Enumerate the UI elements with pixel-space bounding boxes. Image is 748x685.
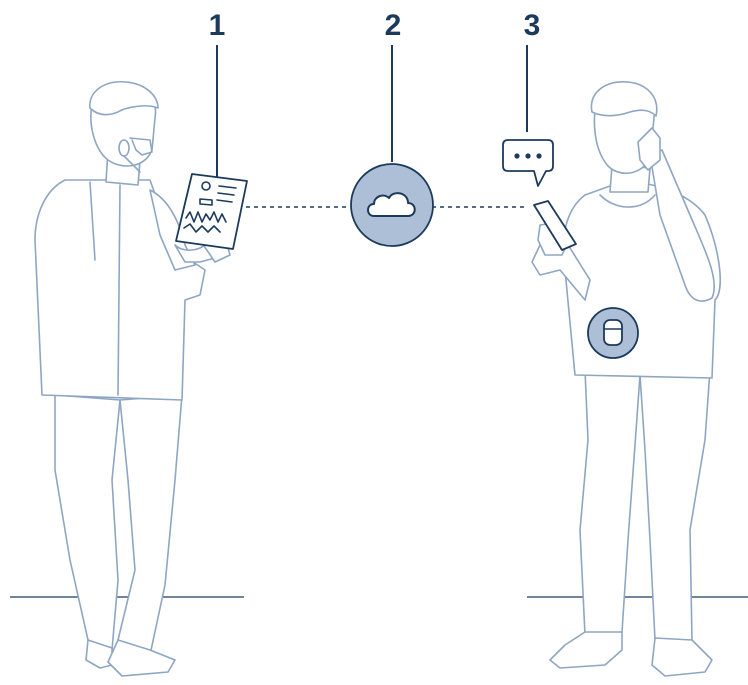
patient-figure bbox=[532, 82, 720, 676]
label-2: 2 bbox=[385, 9, 402, 42]
tablet-icon bbox=[176, 174, 247, 249]
label-3: 3 bbox=[524, 9, 541, 42]
sensor-node bbox=[588, 308, 638, 358]
cloud-node bbox=[351, 164, 433, 246]
clinician-figure bbox=[35, 82, 230, 676]
label-1: 1 bbox=[209, 9, 226, 42]
sensor-device-icon bbox=[604, 320, 622, 345]
chat-bubble-icon bbox=[503, 140, 553, 186]
